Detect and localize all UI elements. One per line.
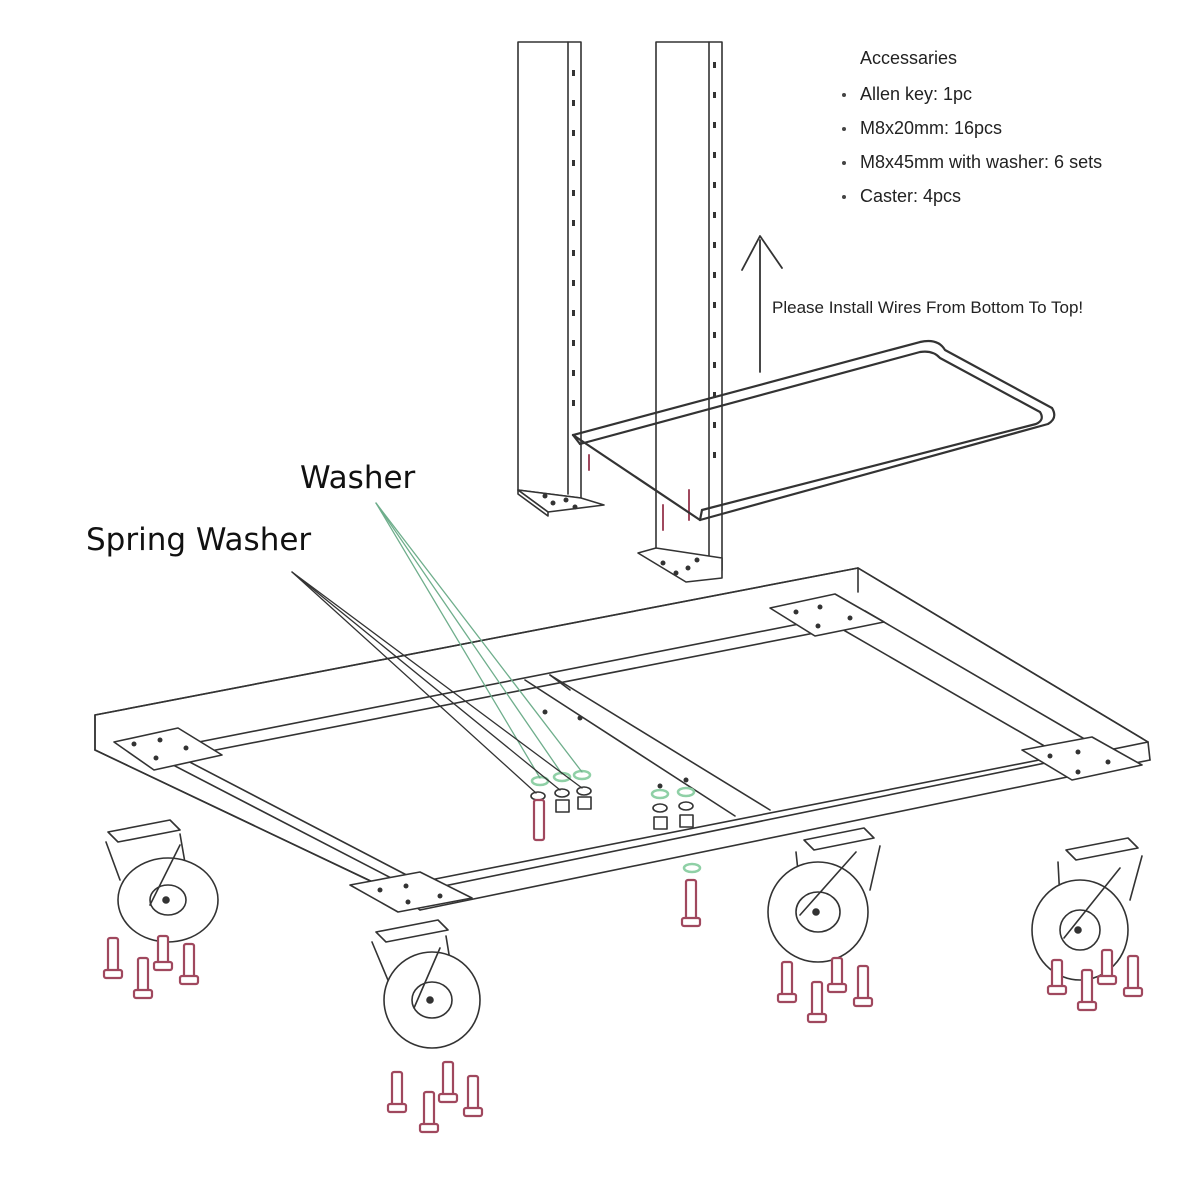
washer-callout-label: Washer bbox=[300, 460, 416, 496]
corner-plates bbox=[113, 593, 1143, 913]
accessories-title: Accessaries bbox=[860, 48, 958, 68]
accessory-item: M8x45mm with washer: 6 sets bbox=[842, 150, 1102, 184]
washer-leader-lines bbox=[375, 502, 583, 779]
base-frame bbox=[94, 567, 1151, 911]
upright-post-left bbox=[517, 41, 605, 517]
caster-back-right bbox=[1031, 837, 1143, 981]
caster-front-center bbox=[371, 919, 481, 1049]
accessory-item-label: M8x20mm: 16pcs bbox=[860, 118, 1003, 138]
post-holes bbox=[542, 62, 716, 576]
install-instruction: Please Install Wires From Bottom To Top! bbox=[772, 298, 1084, 317]
accessory-item-label: Caster: 4pcs bbox=[860, 186, 962, 206]
spring-washer-leader-lines bbox=[291, 571, 583, 794]
caster-back-center bbox=[767, 827, 881, 963]
plate-holes bbox=[131, 604, 1111, 905]
wire-shelf bbox=[571, 339, 1056, 522]
caster-front-left bbox=[105, 819, 219, 943]
post-bolts bbox=[588, 454, 690, 531]
bullet-icon bbox=[842, 127, 846, 132]
spring-washer-callout-label: Spring Washer bbox=[86, 522, 312, 558]
up-arrow-icon bbox=[741, 235, 783, 373]
bullet-icon bbox=[842, 195, 846, 200]
bolts bbox=[102, 798, 1144, 1134]
accessory-item-label: M8x45mm with washer: 6 sets bbox=[860, 152, 1103, 172]
upright-post-right bbox=[637, 41, 723, 583]
bullet-icon bbox=[842, 93, 846, 98]
accessory-item: Allen key: 1pc bbox=[842, 82, 1102, 116]
accessory-item: M8x20mm: 16pcs bbox=[842, 116, 1102, 150]
bullet-icon bbox=[842, 161, 846, 166]
accessory-item-label: Allen key: 1pc bbox=[860, 84, 973, 104]
accessory-item: Caster: 4pcs bbox=[842, 184, 1102, 218]
accessories-list: Allen key: 1pc M8x20mm: 16pcs M8x45mm wi… bbox=[842, 82, 1102, 218]
